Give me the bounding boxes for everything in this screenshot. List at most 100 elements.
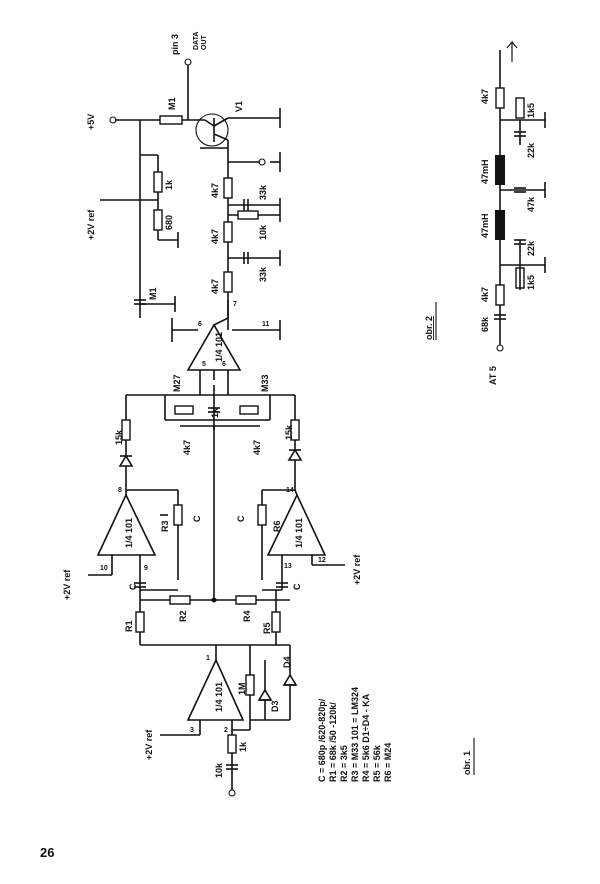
label-r3: R3 xyxy=(160,520,170,532)
legend-line-2: R1 = 68k /50 -120k/ xyxy=(328,702,338,782)
label-1k-mid: 1k xyxy=(210,407,220,418)
label-r5: R5 xyxy=(262,622,272,634)
fig2-label-4k7-bottom: 4k7 xyxy=(480,287,490,302)
label-4k7-e: 4k7 xyxy=(252,440,262,455)
resistor-r6 xyxy=(257,504,267,526)
transistor-v1 xyxy=(195,113,229,147)
pin-6b: 6 xyxy=(222,361,226,368)
label-ref-bottom: +2V ref xyxy=(144,729,154,760)
figure-1-circuit xyxy=(88,58,345,797)
legend-line-4: R3 = M33 101 = LM324 xyxy=(350,687,360,782)
fig2-label-1k5-bottom: 1k5 xyxy=(526,275,536,290)
fig2-label-47k: 47k xyxy=(526,196,536,212)
legend-line-6: R5 = 56k xyxy=(372,744,382,782)
label-m33: M33 xyxy=(260,374,270,392)
pin-10: 10 xyxy=(100,565,108,572)
page-number: 26 xyxy=(40,845,54,860)
label-d4: D4 xyxy=(282,656,292,668)
label-m1-mid: M1 xyxy=(148,287,158,300)
resistor-4k7-fig2-top xyxy=(495,87,505,109)
caption-obr-1: obr. 1 xyxy=(462,751,472,775)
resistor-15k-b xyxy=(290,419,300,441)
label-1k-low: 1k xyxy=(238,741,248,752)
resistor-1k5-fig2-top xyxy=(515,97,525,119)
pin-14: 14 xyxy=(286,487,294,494)
label-1k-top: 1k xyxy=(164,179,174,190)
label-data: DATA xyxy=(193,32,200,50)
component-legend: C = 680p /620-820p/ R1 = 68k /50 -120k/ … xyxy=(317,687,393,782)
label-r1: R1 xyxy=(124,620,134,632)
pin-6: 6 xyxy=(198,321,202,328)
resistor-4k7-a xyxy=(223,177,233,199)
pin-2: 2 xyxy=(224,727,228,734)
diode-d4 xyxy=(282,673,298,686)
label-4k7-d: 4k7 xyxy=(182,440,192,455)
label-r6: R6 xyxy=(272,520,282,532)
label-c-a: C xyxy=(192,515,202,522)
diode-d3 xyxy=(257,688,273,701)
resistor-m1-top xyxy=(159,115,183,125)
label-d3: D3 xyxy=(270,700,280,712)
pin-12: 12 xyxy=(318,557,326,564)
label-r4: R4 xyxy=(242,610,252,622)
label-c-b: C xyxy=(236,515,246,522)
label-r2: R2 xyxy=(178,610,188,622)
label-15k-a: 15k xyxy=(114,429,124,445)
figure-2-labels: 4k7 1k5 22k 47mH 47k 47mH 22k 1k5 4k7 68… xyxy=(480,89,536,385)
pin-7: 7 xyxy=(233,301,237,308)
resistor-10k-a xyxy=(237,210,259,220)
label-m27: M27 xyxy=(172,374,182,392)
fig2-label-47mh-bottom: 47mH xyxy=(480,213,490,238)
legend-line-5: R4 = 5k6 D1÷D4 - KA xyxy=(361,693,371,782)
diode-left xyxy=(118,454,134,467)
label-ref-left: +2V ref xyxy=(62,569,72,600)
label-33k-b: 33k xyxy=(258,266,268,282)
resistor-r3 xyxy=(173,504,183,526)
legend-line-1: C = 680p /620-820p/ xyxy=(317,698,327,782)
legend-line-7: R6 = M24 xyxy=(383,743,393,782)
label-c-d: C xyxy=(292,583,302,590)
fig2-label-22k-bottom: 22k xyxy=(526,240,536,256)
resistor-15k-a xyxy=(121,419,131,441)
pin-9: 9 xyxy=(144,565,148,572)
label-c-c: C xyxy=(128,583,138,590)
label-4k7-c: 4k7 xyxy=(210,279,220,294)
resistor-4k7-d xyxy=(174,405,194,415)
label-op-bottom: 1/4 101 xyxy=(214,682,224,712)
fig2-label-22k-top: 22k xyxy=(526,142,536,158)
pin-11: 11 xyxy=(262,321,270,328)
fig2-at5: AT 5 xyxy=(488,366,498,385)
resistor-r1 xyxy=(135,611,145,633)
fig2-label-47mh-top: 47mH xyxy=(480,159,490,184)
label-4k7-b: 4k7 xyxy=(210,229,220,244)
figure-2-filter xyxy=(494,40,546,352)
pin-1: 1 xyxy=(206,655,210,662)
label-op-top: 1/4 101 xyxy=(214,332,224,362)
resistor-4k7-e xyxy=(239,405,259,415)
label-out: OUT xyxy=(201,35,208,51)
label-ref-top: +2V ref xyxy=(86,209,96,240)
label-680: 680 xyxy=(164,215,174,230)
inductor-47mh-bottom xyxy=(495,210,505,240)
pin-13: 13 xyxy=(284,563,292,570)
fig2-label-1k5-top: 1k5 xyxy=(526,103,536,118)
label-ref-right: +2V ref xyxy=(352,554,362,585)
opamp-right xyxy=(266,493,327,556)
label-pin3: pin 3 xyxy=(170,34,180,55)
label-33k-a: 33k xyxy=(258,184,268,200)
inductor-47mh-top xyxy=(495,155,505,185)
resistor-r5 xyxy=(271,611,281,633)
caption-obr-2: obr. 2 xyxy=(424,316,434,340)
label-4k7-a: 4k7 xyxy=(210,183,220,198)
label-m1-top: M1 xyxy=(167,97,177,110)
label-v1: V1 xyxy=(234,101,244,112)
labels: pin 3 DATA OUT +5V +2V ref +2V ref +2V r… xyxy=(62,32,362,778)
resistor-4k7-b xyxy=(223,221,233,243)
label-10k-low: 10k xyxy=(214,762,224,778)
resistor-r4 xyxy=(235,595,257,605)
opamp-left xyxy=(96,493,157,556)
label-op-left: 1/4 101 xyxy=(124,518,134,548)
resistor-1k-top xyxy=(153,171,163,193)
